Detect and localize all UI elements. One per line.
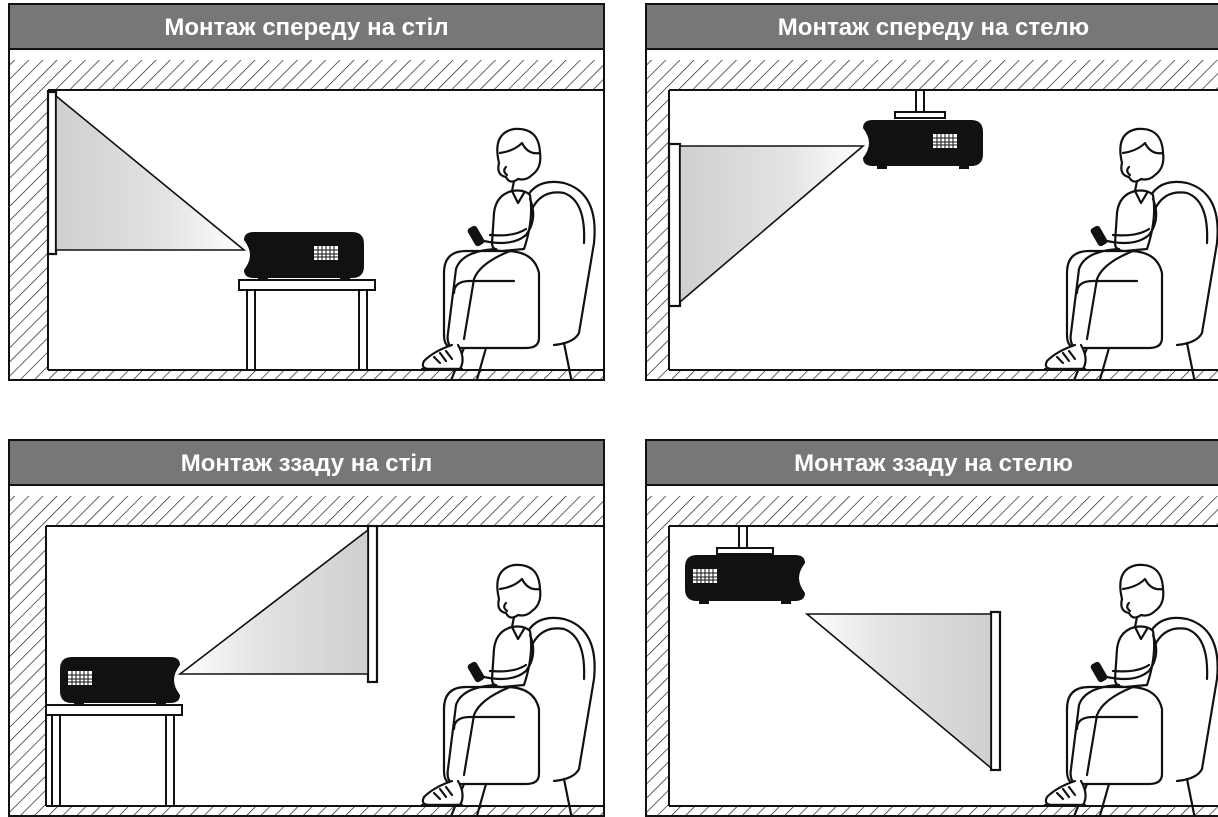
panel-rear-ceiling: Монтаж ззаду на стелю bbox=[645, 439, 1218, 817]
projection-beam bbox=[804, 613, 992, 770]
panel-front-table: Монтаж спереду на стіл bbox=[8, 3, 605, 381]
screen-icon bbox=[667, 142, 682, 308]
panel-title: Монтаж спереду на стіл bbox=[10, 5, 603, 50]
projector-icon bbox=[59, 656, 181, 707]
screen-icon bbox=[989, 610, 1002, 772]
projection-beam bbox=[55, 94, 247, 251]
ceiling-mount-icon bbox=[716, 525, 774, 555]
projector-icon bbox=[862, 119, 984, 170]
table-icon bbox=[45, 704, 183, 807]
panel-rear-table: Монтаж ззаду на стіл bbox=[8, 439, 605, 817]
panel-title: Монтаж ззаду на стелю bbox=[647, 441, 1218, 486]
diagram-front-ceiling bbox=[647, 60, 1218, 379]
diagram-rear-ceiling bbox=[647, 496, 1218, 815]
screen-icon bbox=[366, 524, 379, 684]
screen-icon bbox=[46, 90, 58, 256]
diagram-rear-table bbox=[10, 496, 603, 815]
projector-icon bbox=[684, 554, 806, 605]
projector-icon bbox=[243, 231, 365, 282]
projection-beam bbox=[177, 528, 369, 675]
panel-front-ceiling: Монтаж спереду на стелю bbox=[645, 3, 1218, 381]
projection-beam bbox=[679, 145, 866, 304]
table-icon bbox=[238, 279, 376, 371]
panel-title: Монтаж ззаду на стіл bbox=[10, 441, 603, 486]
panel-title: Монтаж спереду на стелю bbox=[647, 5, 1218, 50]
ceiling-mount-icon bbox=[894, 89, 946, 119]
diagram-front-table bbox=[10, 60, 603, 379]
